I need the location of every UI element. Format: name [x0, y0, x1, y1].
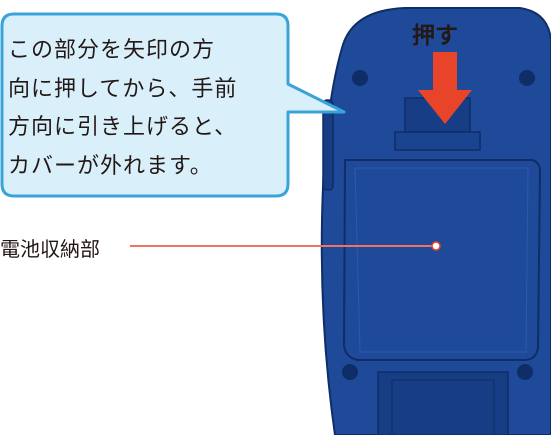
battery-compartment-label: 電池収納部: [0, 237, 100, 261]
callout-line: カバーが外れます。: [8, 153, 213, 179]
callout-line: 方向に引き上げると、: [8, 115, 238, 140]
callout-bubble: [0, 12, 346, 198]
device-back: [320, 7, 551, 435]
battery-cover: [342, 159, 542, 361]
battery-leader-line: [130, 241, 441, 251]
callout-line: 向に押してから、手前: [8, 76, 238, 102]
down-arrow-icon: [418, 52, 472, 124]
push-label: 押す: [412, 23, 458, 49]
callout-line: この部分を矢印の方: [8, 38, 216, 63]
callout-instructions: この部分を矢印の方 向に押してから、手前 方向に引き上げると、 カバーが外れます…: [8, 32, 283, 186]
